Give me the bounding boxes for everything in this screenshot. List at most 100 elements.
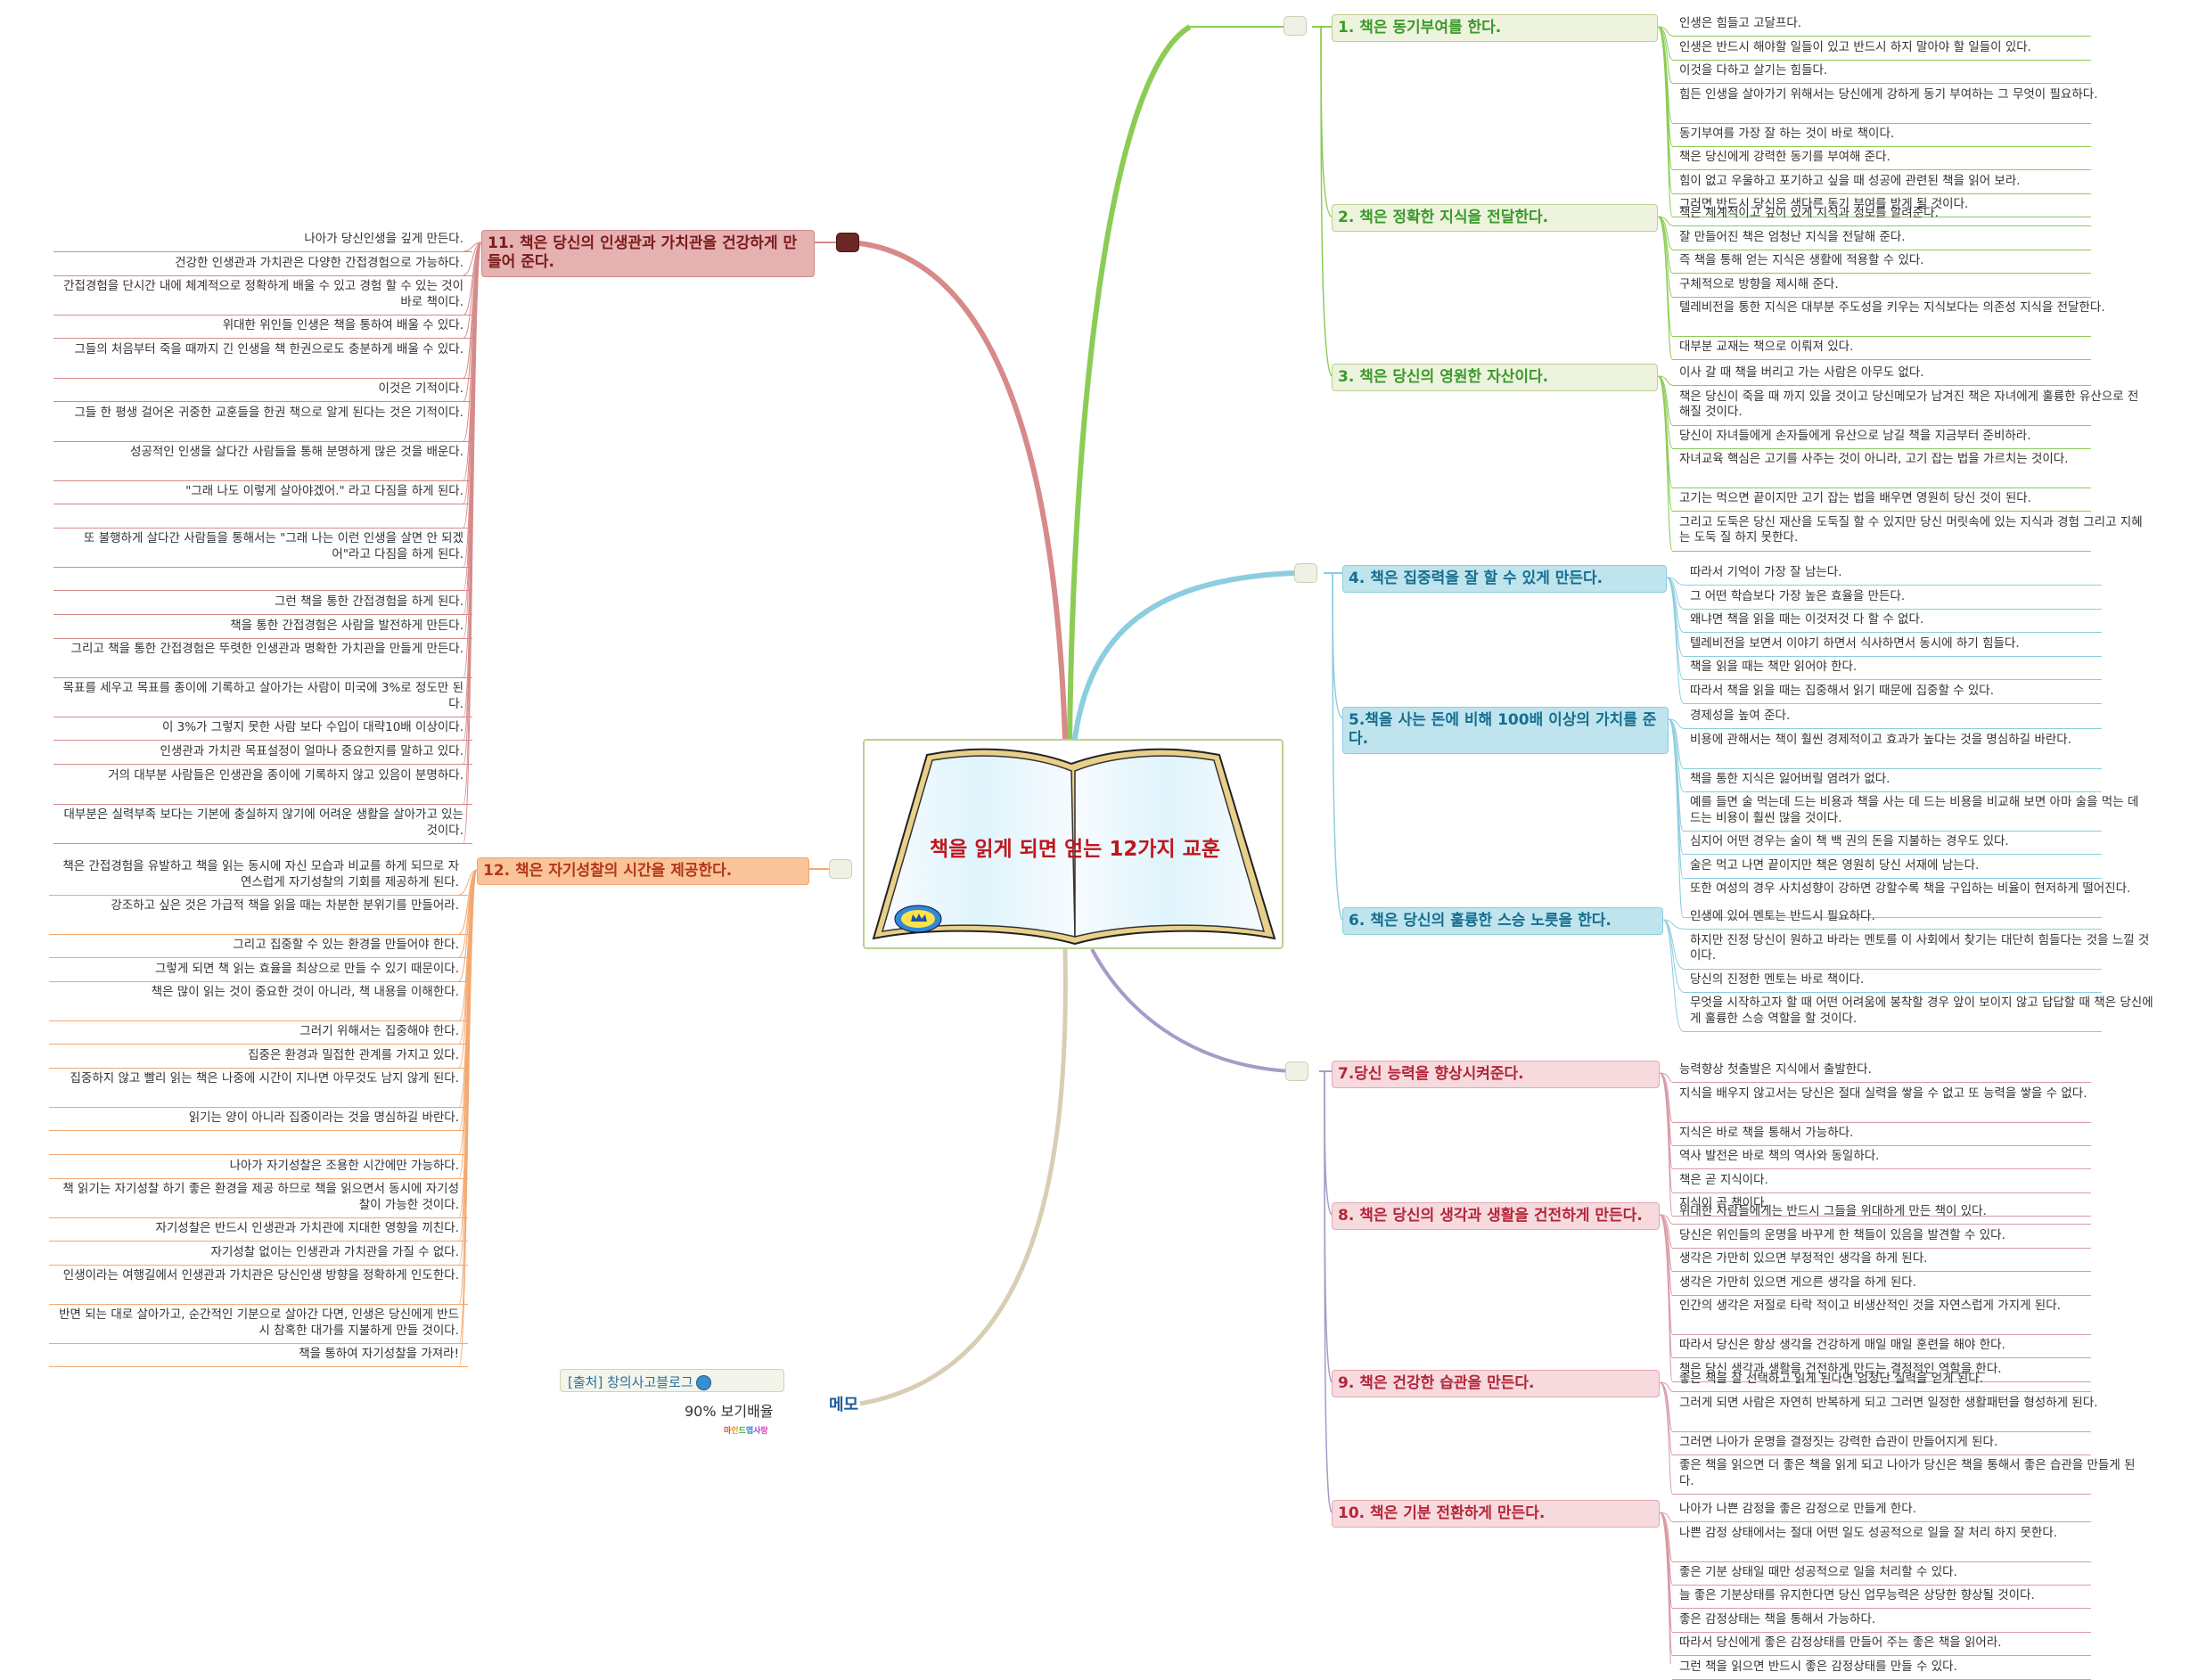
topic-5-leaf[interactable]: 또한 여성의 경우 사치성향이 강하면 강할수록 책을 구입하는 비율이 현저하…	[1690, 881, 2131, 896]
topic-6-leaf[interactable]: 하지만 진정 당신이 원하고 바라는 멘토를 이 사회에서 찾기는 대단히 힘들…	[1690, 932, 2150, 963]
topic-11-leaf[interactable]: 인생관과 가치관 목표설정이 얼마나 중요한지를 말하고 있다.	[160, 744, 463, 758]
topic-9-leaf[interactable]: 좋은 책을 읽으면 더 좋은 책을 읽게 되고 나아가 당신은 책을 통해서 좋…	[1679, 1458, 2136, 1488]
central-topic[interactable]: 책을 읽게 되면 얻는 12가지 교훈	[863, 739, 1284, 949]
topic-11-leaf[interactable]: 책을 통한 간접경험은 사람을 발전하게 만든다.	[230, 618, 463, 633]
topic-6-leaf[interactable]: 무엇을 시작하고자 할 때 어떤 어려움에 봉착할 경우 앞이 보이지 않고 답…	[1690, 996, 2153, 1026]
topic-11-leaf[interactable]: 대부분은 실력부족 보다는 기본에 충실하지 않기에 어려운 생활을 살아가고 …	[63, 807, 463, 838]
topic-2-leaf[interactable]: 책은 체계적이고 깊이 있게 지식과 정보를 알려준다.	[1679, 206, 1939, 220]
topic-5-leaf[interactable]: 술은 먹고 나면 끝이지만 책은 영원히 당신 서재에 남는다.	[1690, 857, 1980, 873]
topic-2-leaf[interactable]: 텔레비전을 통한 지식은 대부분 주도성을 키우는 지식보다는 의존성 지식을 …	[1679, 300, 2105, 315]
topic-2-leaf[interactable]: 즉 책을 통해 얻는 지식은 생활에 적용할 수 있다.	[1679, 253, 1924, 267]
topic-6-leaf[interactable]: 인생에 있어 멘토는 반드시 필요하다.	[1690, 909, 1875, 923]
topic-4-leaf[interactable]: 따라서 기억이 가장 잘 남는다.	[1690, 565, 1842, 579]
topic-11-leaf[interactable]: 성공적인 인생을 살다간 사람들을 통해 분명하게 많은 것을 배운다.	[130, 444, 463, 459]
topic-1-leaf[interactable]: 힘든 인생을 살아가기 위해서는 당신에게 강하게 동기 부여하는 그 무엇이 …	[1679, 86, 2098, 102]
topic-12-leaf[interactable]: 그러기 위해서는 집중해야 한다.	[299, 1024, 459, 1039]
topic-1-leaf[interactable]: 인생은 반드시 해야할 일들이 있고 반드시 하지 말아야 할 일들이 있다.	[1679, 39, 2031, 54]
topic-7-leaf[interactable]: 책은 곧 지식이다.	[1679, 1172, 1768, 1187]
topic-1[interactable]: 1. 책은 동기부여를 한다.	[1332, 14, 1658, 43]
topic-12-leaf[interactable]: 책 읽기는 자기성찰 하기 좋은 환경을 제공 하므로 책을 읽으면서 동시에 …	[62, 1182, 459, 1213]
topic-5-leaf[interactable]: 경제성을 높여 준다.	[1690, 709, 1791, 723]
topic-11[interactable]: 11. 책은 당신의 인생관과 가치관을 건강하게 만들어 준다.	[481, 230, 815, 277]
topic-1-leaf[interactable]: 그러면 반드시 당신은 색다른 동기 부여를 받게 될 것이다.	[1679, 197, 1969, 211]
topic-11-leaf[interactable]: 그들의 처음부터 죽을 때까지 긴 인생을 책 한권으로도 충분하게 배울 수 …	[74, 342, 463, 357]
topic-8-leaf[interactable]: 책은 당신 생각과 생활을 건전하게 만드는 결정적인 역할을 한다.	[1679, 1361, 2002, 1376]
topic-12-leaf[interactable]: 책은 많이 읽는 것이 중요한 것이 아니라, 책 내용을 이해한다.	[151, 985, 459, 1000]
topic-10-leaf[interactable]: 좋은 감정상태는 책을 통해서 가능하다.	[1679, 1611, 1876, 1627]
topic-11-leaf[interactable]: 그들 한 평생 걸어온 귀중한 교훈들을 한권 책으로 알게 된다는 것은 기적…	[74, 405, 463, 420]
topic-5[interactable]: 5.책을 사는 돈에 비해 100배 이상의 가치를 준다.	[1342, 707, 1669, 754]
topic-12-leaf[interactable]: 책은 간접경험을 유발하고 책을 읽는 동시에 자신 모습과 비교를 하게 되므…	[62, 859, 459, 889]
topic-11-leaf[interactable]: 위대한 위인들 인생은 책을 통하여 배울 수 있다.	[222, 318, 463, 333]
topic-12-leaf[interactable]: 반면 되는 대로 살아가고, 순간적인 기분으로 살아간 다면, 인생은 당신에…	[59, 1307, 459, 1339]
branch-connector[interactable]	[1294, 563, 1317, 583]
topic-12-leaf[interactable]: 읽기는 양이 아니라 집중이라는 것을 명심하길 바란다.	[188, 1110, 459, 1126]
topic-4-leaf[interactable]: 텔레비전을 보면서 이야기 하면서 식사하면서 동시에 하기 힘들다.	[1690, 635, 2020, 651]
branch-connector[interactable]	[1284, 16, 1307, 36]
topic-12-leaf[interactable]: 강조하고 싶은 것은 가급적 책을 읽을 때는 차분한 분위기를 만들어라.	[111, 898, 459, 913]
topic-5-leaf[interactable]: 책을 통한 지식은 잃어버릴 염려가 없다.	[1690, 771, 1890, 786]
topic-3-leaf[interactable]: 당신이 자녀들에게 손자들에게 유산으로 남길 책을 지금부터 준비하라.	[1679, 428, 2031, 443]
topic-3-leaf[interactable]: 고기는 먹으면 끝이지만 고기 잡는 법을 배우면 영원히 당신 것이 된다.	[1679, 491, 2031, 505]
topic-10-leaf[interactable]: 나쁜 감정 상태에서는 절대 어떤 일도 성공적으로 일을 잘 처리 하지 못한…	[1679, 1525, 2058, 1540]
topic-12-leaf[interactable]: 그렇게 되면 책 읽는 효율을 최상으로 만들 수 있기 때문이다.	[155, 961, 459, 976]
topic-7-leaf[interactable]: 역사 발전은 바로 책의 역사와 동일하다.	[1679, 1149, 1880, 1163]
topic-4[interactable]: 4. 책은 집중력을 잘 할 수 있게 만든다.	[1342, 565, 1667, 594]
topic-4-leaf[interactable]: 그 어떤 학습보다 가장 높은 효율을 만든다.	[1690, 588, 1906, 603]
topic-8-leaf[interactable]: 인간의 생각은 저절로 타락 적이고 비생산적인 것을 자연스럽게 가지게 된다…	[1679, 1299, 2061, 1313]
topic-3-leaf[interactable]: 자녀교육 핵심은 고기를 사주는 것이 아니라, 고기 잡는 법을 가르치는 것…	[1679, 452, 2069, 466]
topic-5-leaf[interactable]: 비용에 관해서는 책이 훨씬 경제적이고 효과가 높다는 것을 명심하길 바란다…	[1690, 732, 2071, 747]
topic-8-leaf[interactable]: 생각은 가만히 있으면 게으른 생각을 하게 된다.	[1679, 1274, 1917, 1290]
topic-10-leaf[interactable]: 나아가 나쁜 감정을 좋은 감정으로 만들게 한다.	[1679, 1502, 1917, 1516]
topic-7-leaf[interactable]: 지식을 배우지 않고서는 당신은 절대 실력을 쌓을 수 없고 또 능력을 쌓을…	[1679, 1086, 2087, 1101]
topic-10-leaf[interactable]: 늘 좋은 기분상태를 유지한다면 당신 업무능력은 상당한 향상될 것이다.	[1679, 1588, 2035, 1602]
topic-4-leaf[interactable]: 책을 읽을 때는 책만 읽어야 한다.	[1690, 660, 1858, 674]
topic-5-leaf[interactable]: 예를 들면 술 먹는데 드는 비용과 책을 사는 데 드는 비용을 비교해 보면…	[1690, 795, 2139, 825]
topic-7-leaf[interactable]: 지식이 곧 책이다.	[1679, 1196, 1768, 1210]
topic-8[interactable]: 8. 책은 당신의 생각과 생활을 건전하게 만든다.	[1332, 1202, 1660, 1231]
topic-3-leaf[interactable]: 이사 갈 때 책을 버리고 가는 사람은 아무도 없다.	[1679, 365, 1924, 380]
topic-7-leaf[interactable]: 지식은 바로 책을 통해서 가능하다.	[1679, 1125, 1854, 1140]
topic-1-leaf[interactable]: 이것을 다하고 살기는 힘들다.	[1679, 63, 1828, 78]
topic-2-leaf[interactable]: 구체적으로 방향을 제시해 준다.	[1679, 276, 1839, 291]
topic-11-leaf[interactable]: 그리고 책을 통한 간접경험은 뚜렷한 인생관과 명확한 가치관을 만들게 만든…	[70, 642, 463, 657]
topic-4-leaf[interactable]: 왜냐면 책을 읽을 때는 이것저것 다 할 수 없다.	[1690, 612, 1924, 627]
topic-8-leaf[interactable]: 당신은 위인들의 운명을 바꾸게 한 책들이 있음을 발견할 수 있다.	[1679, 1227, 2005, 1242]
topic-9-leaf[interactable]: 그러게 되면 사람은 자연히 반복하게 되고 그러면 일정한 생활패턴을 형성하…	[1679, 1395, 2098, 1410]
topic-1-leaf[interactable]: 힘이 없고 우울하고 포기하고 싶을 때 성공에 관련된 책을 읽어 보라.	[1679, 173, 2021, 188]
topic-3[interactable]: 3. 책은 당신의 영원한 자산이다.	[1332, 364, 1658, 392]
topic-11-leaf[interactable]: 또 불행하게 살다간 사람들을 통해서는 "그래 나는 이런 인생을 살면 안 …	[83, 531, 463, 562]
topic-11-leaf[interactable]: 간접경험을 단시간 내에 체계적으로 정확하게 배울 수 있고 경험 할 수 있…	[63, 279, 463, 310]
topic-12-leaf[interactable]: 인생이라는 여행길에서 인생관과 가치관은 당신인생 방향을 정확하게 인도한다…	[62, 1268, 459, 1283]
topic-8-leaf[interactable]: 따라서 당신은 항상 생각을 건강하게 매일 매일 훈련을 해야 한다.	[1679, 1338, 2005, 1352]
topic-11-leaf[interactable]: 이것은 기적이다.	[378, 381, 463, 397]
topic-1-leaf[interactable]: 동기부여를 가장 잘 하는 것이 바로 책이다.	[1679, 126, 1895, 141]
topic-9-leaf[interactable]: 그러면 나아가 운명을 결정짓는 강력한 습관이 만들어지게 된다.	[1679, 1434, 1998, 1449]
topic-6[interactable]: 6. 책은 당신의 훌륭한 스승 노릇을 한다.	[1342, 907, 1663, 936]
topic-1-leaf[interactable]: 책은 당신에게 강력한 동기를 부여해 준다.	[1679, 150, 1890, 164]
memo-title[interactable]: 메모	[829, 1396, 859, 1414]
topic-11-leaf[interactable]: 거의 대부분 사람들은 인생관을 종이에 기록하지 않고 있음이 분명하다.	[108, 767, 463, 783]
topic-5-leaf[interactable]: 심지어 어떤 경우는 술이 책 백 권의 돈을 지불하는 경우도 있다.	[1690, 834, 2009, 848]
topic-9-leaf[interactable]: 좋은 책을 잘 선택하고 읽게 된다면 엄청난 실력을 얻게 된다.	[1679, 1372, 1983, 1386]
topic-3-leaf[interactable]: 그리고 도둑은 당신 재산을 도둑질 할 수 있지만 당신 머릿속에 있는 지식…	[1679, 514, 2143, 545]
topic-11-leaf[interactable]: 건강한 인생관과 가치관은 다양한 간접경험으로 가능하다.	[175, 255, 463, 270]
topic-12-leaf[interactable]: 자기성찰 없이는 인생관과 가치관을 가질 수 없다.	[210, 1244, 459, 1259]
topic-11-leaf[interactable]: 목표를 세우고 목표를 종이에 기록하고 살아가는 사람이 미국에 3%로 정도…	[62, 681, 463, 712]
source-link[interactable]: [출처] 창의사고블로그	[560, 1369, 784, 1392]
topic-10-leaf[interactable]: 그런 책을 읽으면 반드시 좋은 감정상태를 만들 수 있다.	[1679, 1659, 1957, 1674]
topic-8-leaf[interactable]: 위대한 사람들에게는 반드시 그들을 위대하게 만든 책이 있다.	[1679, 1204, 1987, 1218]
topic-4-leaf[interactable]: 따라서 책을 읽을 때는 집중해서 읽기 때문에 집중할 수 있다.	[1690, 683, 1994, 698]
branch-connector[interactable]	[836, 233, 859, 252]
topic-12-leaf[interactable]: 나아가 자기성찰은 조용한 시간에만 가능하다.	[229, 1158, 459, 1173]
topic-11-leaf[interactable]: 나아가 당신인생을 깊게 만든다.	[304, 232, 463, 246]
topic-7-leaf[interactable]: 능력향상 첫출발은 지식에서 출발한다.	[1679, 1062, 1872, 1077]
topic-7[interactable]: 7.당신 능력을 향상시켜준다.	[1332, 1061, 1660, 1089]
topic-10[interactable]: 10. 책은 기분 전환하게 만든다.	[1332, 1500, 1660, 1528]
topic-12[interactable]: 12. 책은 자기성찰의 시간을 제공한다.	[477, 857, 809, 886]
topic-10-leaf[interactable]: 따라서 당신에게 좋은 감정상태를 만들어 주는 좋은 책을 읽어라.	[1679, 1635, 2002, 1650]
topic-12-leaf[interactable]: 집중하지 않고 빨리 읽는 책은 나중에 시간이 지나면 아무것도 남지 않게 …	[70, 1071, 459, 1086]
topic-12-leaf[interactable]: 자기성찰은 반드시 인생관과 가치관에 지대한 영향을 끼친다.	[155, 1221, 459, 1236]
topic-2[interactable]: 2. 책은 정확한 지식을 전달한다.	[1332, 204, 1658, 233]
topic-12-leaf[interactable]: 집중은 환경과 밀접한 관계를 가지고 있다.	[248, 1047, 459, 1062]
